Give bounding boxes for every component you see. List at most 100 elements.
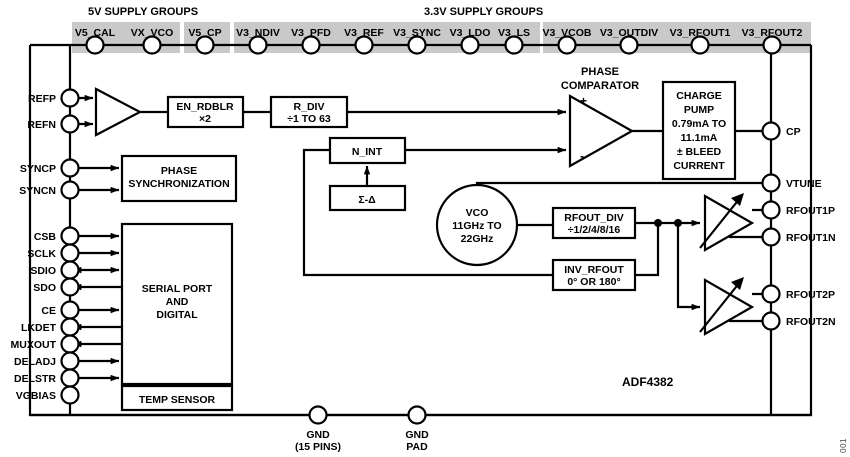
pin-label-ce: CE: [41, 305, 56, 317]
amp1-gain-arrow-line: [699, 197, 741, 249]
block-phase-comparator: [568, 94, 635, 168]
amp1-gain-arrowhead: [731, 193, 744, 206]
supply-pin-label-v3_rfout2: V3_RFOUT2: [742, 27, 803, 39]
pin-label-sclk: SCLK: [27, 248, 56, 260]
label-en-rdblr-1: EN_RDBLR: [176, 101, 234, 113]
pin-rfout1p[interactable]: [761, 200, 781, 220]
label-inv-rfout-1: INV_RFOUT: [564, 264, 624, 276]
pin-vtune[interactable]: [761, 173, 781, 193]
pin-gnd-label-0-line1: GND: [306, 429, 330, 441]
supply-pin-label-v3_ldo: V3_LDO: [450, 27, 491, 39]
supply-pin-v3_ref[interactable]: [354, 35, 374, 55]
label-phase-comparator-1: PHASE: [581, 66, 619, 78]
block-inv-rfout: [551, 258, 637, 292]
supply-pin-v3_ldo[interactable]: [460, 35, 480, 55]
pin-label-cp: CP: [786, 126, 801, 138]
label-3v3-supply-groups: 3.3V SUPPLY GROUPS: [424, 6, 543, 18]
label-charge-pump-4: 11.1mA: [681, 132, 718, 144]
label-r-div-1: R_DIV: [294, 101, 325, 113]
pin-label-refn: REFN: [27, 119, 56, 131]
supply-band-3v3-a: [234, 22, 540, 53]
label-n-int: N_INT: [352, 146, 383, 158]
pin-sdo[interactable]: [60, 277, 80, 297]
supply-pin-label-v5_cp: V5_CP: [188, 27, 221, 39]
supply-pin-label-v3_ref: V3_REF: [344, 27, 384, 39]
pin-refp[interactable]: [60, 88, 80, 108]
supply-pin-label-v5_cal: V5_CAL: [75, 27, 116, 39]
block-rfout-div: [551, 206, 637, 240]
pin-rfout1n[interactable]: [761, 227, 781, 247]
block-sigma-delta: [328, 184, 407, 212]
supply-pin-v3_ls[interactable]: [504, 35, 524, 55]
label-serial-port-2: AND: [166, 296, 189, 308]
supply-pin-v3_rfout2[interactable]: [762, 35, 782, 55]
supply-pin-label-v3_ndiv: V3_NDIV: [236, 27, 280, 39]
supply-pin-label-v3_outdiv: V3_OUTDIV: [600, 27, 658, 39]
label-phase-comparator-2: COMPARATOR: [561, 80, 639, 92]
pin-label-syncn: SYNCN: [19, 185, 56, 197]
pin-label-refp: REFP: [28, 93, 56, 105]
pin-label-csb: CSB: [34, 231, 57, 243]
supply-pin-v3_pfd[interactable]: [301, 35, 321, 55]
supply-pin-v5_cal[interactable]: [85, 35, 105, 55]
pin-gnd-0[interactable]: [308, 405, 328, 425]
comparator-plus-sign: +: [580, 94, 587, 108]
output-amplifier-1: [703, 194, 755, 252]
label-part-name: ADF4382: [622, 375, 674, 389]
label-charge-pump-6: CURRENT: [673, 160, 725, 172]
pin-syncp[interactable]: [60, 158, 80, 178]
label-charge-pump-5: ± BLEED: [677, 146, 722, 158]
label-vco-3: 22GHz: [461, 233, 494, 245]
pin-gnd-1[interactable]: [407, 405, 427, 425]
pin-label-rfout1n: RFOUT1N: [786, 232, 836, 244]
pin-label-sdio: SDIO: [30, 265, 56, 277]
label-temp-sensor: TEMP SENSOR: [139, 394, 216, 406]
label-5v-supply-groups: 5V SUPPLY GROUPS: [88, 6, 198, 18]
supply-pin-label-v3_pfd: V3_PFD: [291, 27, 331, 39]
rfout2-branch-wire: [676, 223, 701, 311]
comparator-minus-sign: -: [580, 149, 584, 163]
pin-label-rfout1p: RFOUT1P: [786, 205, 835, 217]
pin-gnd-label-0-line2: (15 PINS): [295, 441, 341, 453]
pin-label-delstr: DELSTR: [14, 373, 56, 385]
pin-syncn[interactable]: [60, 180, 80, 200]
supply-pin-v3_outdiv[interactable]: [619, 35, 639, 55]
pin-rfout2p[interactable]: [761, 284, 781, 304]
pin-label-rfout2p: RFOUT2P: [786, 289, 835, 301]
label-rfout-div-1: RFOUT_DIV: [564, 212, 624, 224]
invrfout-to-junction-wire: [635, 223, 660, 277]
label-vco-2: 11GHz TO: [452, 220, 501, 232]
label-r-div-2: ÷1 TO 63: [287, 113, 331, 125]
amp2-gain-arrow-line: [699, 281, 741, 333]
pin-label-sdo: SDO: [33, 282, 56, 294]
pin-cp[interactable]: [761, 121, 781, 141]
label-charge-pump-2: PUMP: [684, 104, 714, 116]
supply-pin-v3_rfout1[interactable]: [690, 35, 710, 55]
supply-pin-v5_cp[interactable]: [195, 35, 215, 55]
supply-pin-v3_ndiv[interactable]: [248, 35, 268, 55]
pin-vgbias[interactable]: [60, 385, 80, 405]
pin-label-vtune: VTUNE: [786, 178, 822, 190]
pin-label-lkdet: LKDET: [21, 322, 57, 334]
block-serial-port-digital: [120, 222, 234, 386]
pin-label-deladj: DELADJ: [14, 356, 56, 368]
label-vco-1: VCO: [466, 207, 489, 219]
vtune-wire: [475, 181, 771, 185]
junction-dot-a: [654, 219, 662, 227]
pin-label-rfout2n: RFOUT2N: [786, 316, 836, 328]
pin-refn[interactable]: [60, 114, 80, 134]
supply-pin-v3_vcob[interactable]: [557, 35, 577, 55]
supply-pin-label-vx_vco: VX_VCO: [131, 27, 174, 39]
label-en-rdblr-2: ×2: [199, 113, 211, 125]
pin-label-vgbias: VGBIAS: [16, 390, 56, 402]
label-phase-sync-1: PHASE: [161, 165, 197, 177]
pin-gnd-label-1-line2: PAD: [406, 441, 428, 453]
block-phase-synchronization: [120, 154, 238, 203]
amp2-gain-arrowhead: [731, 277, 744, 290]
supply-pin-label-v3_vcob: V3_VCOB: [542, 27, 591, 39]
supply-pin-v3_sync[interactable]: [407, 35, 427, 55]
pin-rfout2n[interactable]: [761, 311, 781, 331]
supply-pin-vx_vco[interactable]: [142, 35, 162, 55]
